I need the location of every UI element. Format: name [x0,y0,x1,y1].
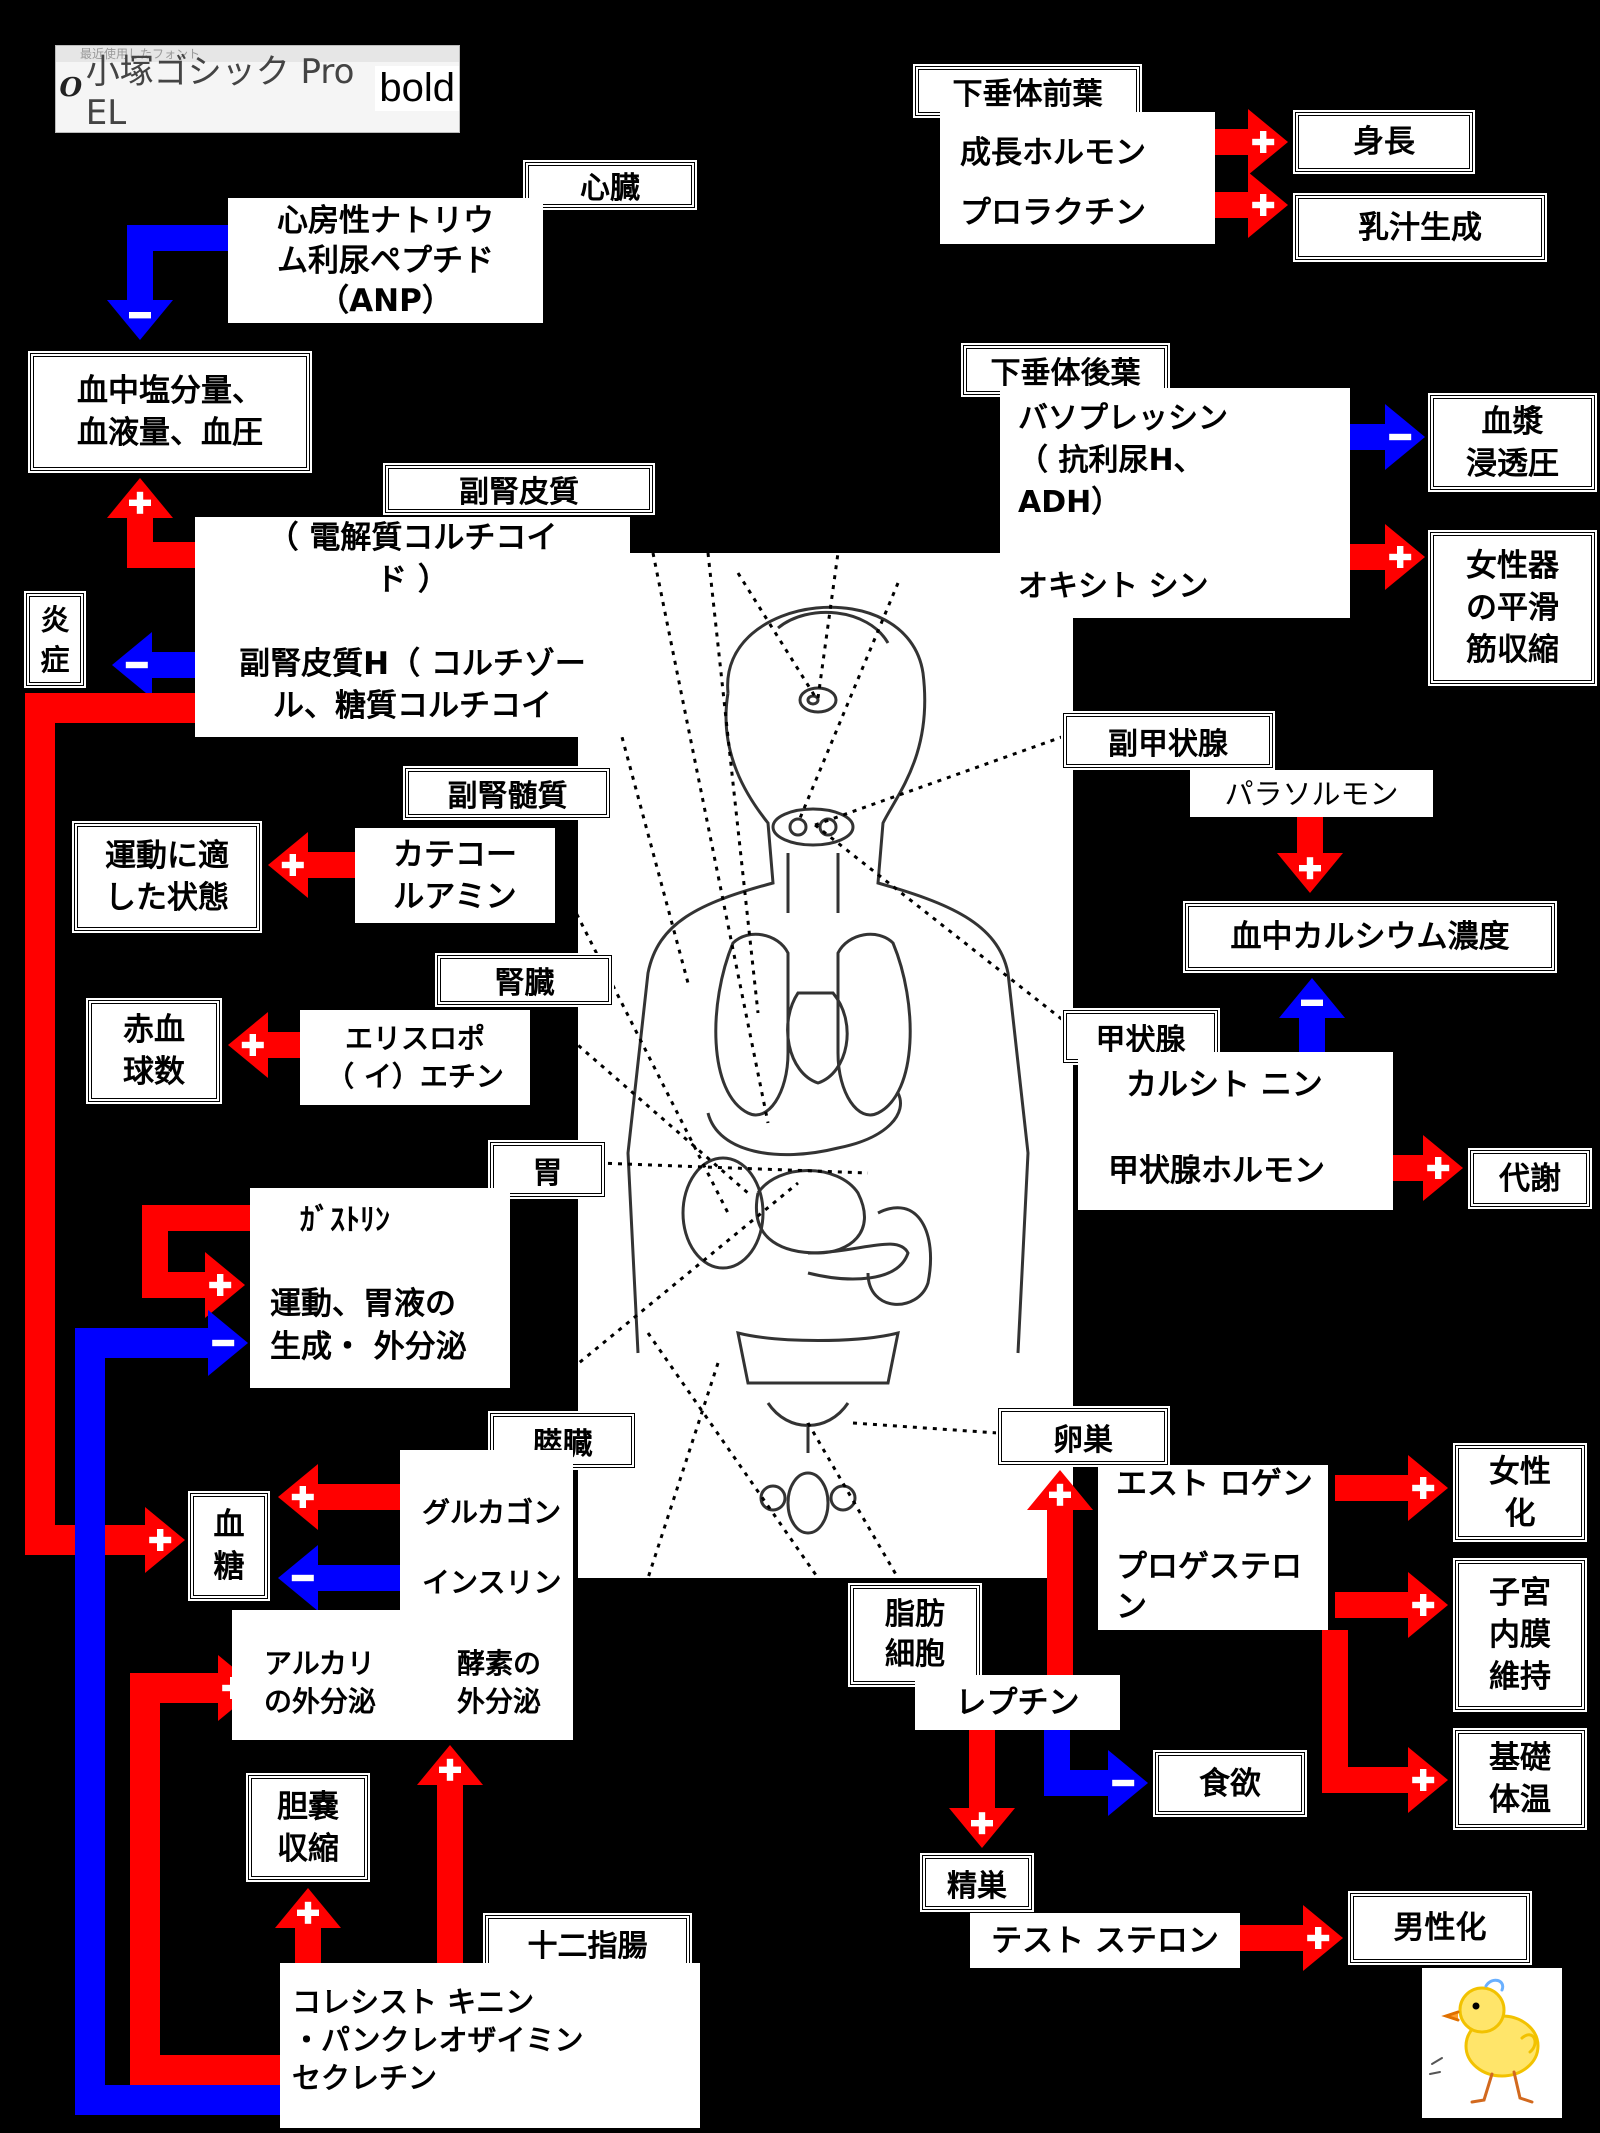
thyroid-hormone-text: 甲状腺ホルモン [1108,1153,1325,1189]
glucagon-to-bloodsugar-arrow [278,1464,413,1530]
opentype-font-icon: O [59,73,83,103]
parathormone-to-calcium-arrow [1277,815,1343,893]
gastrin-to-gastric-arrow [142,1205,285,1318]
anterior-pituitary-label: 下垂体前葉 [913,64,1142,118]
heart-label: 心臓 [523,160,697,210]
chick-drawing [1422,1968,1562,2118]
ovary-label: 卵巣 [996,1406,1170,1467]
parathyroid-label: 副甲状腺 [1061,711,1275,770]
red-blood-cell-box: 赤血 球数 [86,998,222,1104]
cck-to-enzyme-arrow [417,1745,483,1965]
minus-sign-icon [1301,999,1323,1006]
gallbladder-box: 胆嚢 収縮 [246,1773,370,1882]
posterior-pituitary-box: バソプレッシン （ 抗利尿H、 ADH） オキシト シン [1000,388,1350,618]
minus-sign-icon [291,1574,314,1582]
prolactin-text: プロラクチン [960,195,1146,231]
blood-sugar-box: 血 糖 [188,1491,270,1601]
parathormone-text: パラソルモン [1190,770,1433,817]
minus-sign-icon [125,661,148,669]
anp-hormone-box: 心房性ナトリウ ム利尿ペプチド （ANP） [228,198,543,323]
testosterone-to-masculinization-arrow [1230,1905,1343,1971]
leptin-to-testis-arrow [949,1730,1015,1848]
insulin-to-bloodsugar-arrow [278,1545,413,1611]
adrenal-cortex-label: 副腎皮質 [383,463,655,515]
thyroid-hormone-box: カルシト ニン 甲状腺ホルモン [1078,1052,1393,1210]
thyroid-to-metabolism-arrow [1385,1135,1463,1201]
inflammation-box: 炎 症 [24,591,86,688]
plasma-osmolality-box: 血漿 浸透圧 [1428,393,1597,492]
blood-salt-box: 血中塩分量、 血液量、血圧 [28,351,312,473]
enzyme-secretion-text: 酵素の 外分泌 [457,1647,542,1718]
minus-sign-icon [129,312,151,319]
secretin-inhibit-gastric-arrow [75,1310,290,2115]
feminization-box: 女性 化 [1453,1443,1587,1542]
leptin-to-ovary-arrow [1027,1470,1093,1678]
minus-sign-icon [1112,1779,1135,1787]
cortisol-to-inflammation-arrow [112,632,200,698]
glucagon-text: グルカゴン [422,1496,562,1529]
estrogen-text: エスト ロゲン [1116,1466,1313,1502]
leptin-to-appetite-arrow [1044,1728,1148,1816]
calcitonin-to-calcium-arrow [1279,978,1345,1055]
pancreas-secretion-box: アルカリ の外分泌 酵素の 外分泌 [232,1610,573,1740]
calcitonin-text: カルシト ニン [1126,1067,1323,1103]
stomach-label: 胃 [488,1140,607,1199]
estrogen-to-feminization-arrow [1335,1455,1448,1521]
appetite-box: 食欲 [1153,1750,1307,1817]
adipose-cell-label: 脂肪 細胞 [848,1583,982,1687]
insulin-text: インスリン [422,1566,562,1599]
duodenum-label: 十二指腸 [483,1913,692,1972]
adrenal-cortex-hormones-box: （ 電解質コルチコイ ド ） 副腎皮質H（ コルチゾー ル、糖質コルチコイ [195,517,630,737]
typed-text: bold [375,65,459,111]
font-name[interactable]: 小塚ゴシック Pro EL [85,51,355,133]
cck-secretin-box: コレシスト キニン ・パンクレオザイミン セクレチン [280,1963,700,2128]
prolactin-to-lactation-arrow [1205,172,1288,238]
pancreas-hormone-box: グルカゴン インスリン [400,1450,573,1615]
smooth-muscle-box: 女性器 の平滑 筋収縮 [1428,530,1597,686]
recent-fonts-header: 最近使用したフォント [56,46,459,62]
height-box: 身長 [1293,110,1475,174]
gastrin-text: ｶﾞｽﾄﾘﾝ [300,1203,390,1238]
blood-calcium-box: 血中カルシウム濃度 [1183,901,1557,973]
adrenal-medulla-label: 副腎髄質 [403,766,612,820]
masculinization-box: 男性化 [1348,1891,1532,1965]
minus-sign-icon [212,1339,235,1347]
kidney-label: 腎臓 [435,953,614,1007]
erythropoietin-box: エリスロポ （ イ）エチン [300,1010,530,1105]
ovary-hormone-box: エスト ロゲン プロゲステロ ン [1098,1465,1328,1630]
gastric-secretion-text: 運動、胃液の 生成・ 外分泌 [270,1286,467,1365]
progesterone-to-temperature-arrow [1322,1630,1448,1813]
gh-to-height-arrow [1205,109,1288,175]
minus-sign-icon [1389,433,1412,441]
progesterone-text: プロゲステロ ン [1116,1549,1302,1625]
progesterone-to-endometrium-arrow [1335,1572,1448,1638]
font-picker-widget[interactable]: 最近使用したフォント O 小塚ゴシック Pro EL bold [55,45,460,133]
catecholamine-box: カテコー ルアミン [355,828,555,923]
alkaline-secretion-text: アルカリ の外分泌 [264,1647,377,1718]
basal-temperature-box: 基礎 体温 [1453,1728,1587,1830]
testis-label: 精巣 [920,1853,1034,1912]
cck-to-gallbladder-arrow [275,1888,341,1965]
lactation-box: 乳汁生成 [1293,193,1547,262]
anterior-pituitary-box: 成長ホルモン プロラクチン [940,112,1215,244]
endometrium-box: 子宮 内膜 維持 [1453,1558,1587,1712]
anp-to-salt-arrow [107,225,232,340]
growth-hormone-text: 成長ホルモン [960,135,1146,171]
metabolism-box: 代謝 [1468,1148,1592,1209]
testosterone-text: テスト ステロン [970,1913,1240,1968]
stomach-box: ｶﾞｽﾄﾘﾝ 運動、胃液の 生成・ 外分泌 [250,1188,510,1388]
body-figure [578,553,1073,1578]
leptin-text: レプチン [915,1675,1120,1730]
adh-to-osmolality-arrow [1345,404,1425,470]
exercise-state-box: 運動に適 した状態 [72,821,262,933]
